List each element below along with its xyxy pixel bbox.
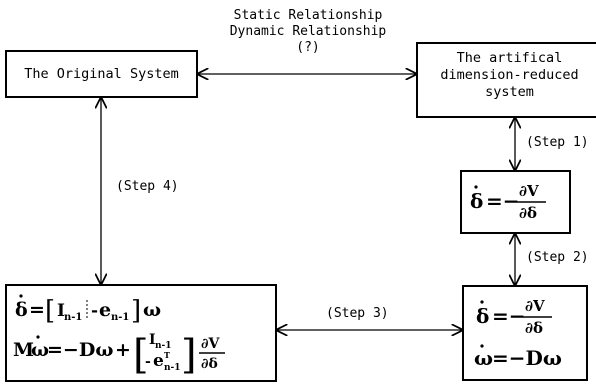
svg-text:I: I — [57, 301, 65, 321]
svg-text:∂δ: ∂δ — [201, 356, 218, 372]
svg-text:[: [ — [45, 296, 55, 326]
relationship-label: Static Relationship Dynamic Relationship… — [200, 8, 416, 56]
reduced-line-2: dimension-reduced — [440, 67, 579, 83]
step2-equation: δ =− ∂V ∂δ ω =−Dω — [474, 297, 562, 370]
svg-text:n-1: n-1 — [64, 312, 82, 323]
step-1-label: (Step 1) — [526, 135, 589, 150]
svg-text:n-1: n-1 — [155, 341, 172, 351]
svg-text:=−: =− — [492, 304, 526, 328]
svg-text:δ: δ — [470, 189, 483, 213]
svg-text:-: - — [145, 354, 151, 370]
svg-text:n-1: n-1 — [164, 363, 181, 373]
svg-text:=: = — [29, 299, 45, 321]
full-equation-box: δ = [ I n-1 - e n-1 ] ω M ω =−Dω + [ I n… — [5, 284, 277, 382]
svg-text:∂V: ∂V — [201, 336, 220, 352]
reduced-system-box — [416, 42, 596, 118]
svg-text:I: I — [149, 332, 156, 348]
svg-text:∂V: ∂V — [525, 297, 545, 315]
step-4-label: (Step 4) — [116, 179, 179, 194]
svg-text:+: + — [115, 339, 131, 361]
svg-text:ω: ω — [474, 346, 493, 370]
svg-text:]: ] — [131, 296, 141, 326]
svg-text:δ: δ — [15, 299, 28, 321]
reduced-line-3: system — [485, 84, 534, 100]
svg-text:-: - — [91, 301, 98, 321]
svg-text:e: e — [153, 351, 164, 371]
reduced-system-label: The artifical dimension-reduced system — [416, 50, 596, 101]
relationship-line-dynamic: Dynamic Relationship — [229, 24, 387, 39]
original-system-box — [5, 50, 198, 98]
svg-text:=−Dω: =−Dω — [492, 346, 562, 370]
reduced-line-1: The artifical — [456, 50, 563, 66]
svg-text:n-1: n-1 — [111, 312, 129, 323]
svg-text:T: T — [164, 350, 170, 360]
step1-equation-box: δ =− ∂V ∂δ — [460, 170, 571, 234]
relationship-line-question: (?) — [296, 40, 320, 55]
svg-text:=−: =− — [486, 189, 520, 213]
step-3-label: (Step 3) — [326, 306, 389, 321]
svg-text:ω: ω — [143, 299, 161, 321]
step-2-label: (Step 2) — [526, 250, 589, 265]
svg-text:=−Dω: =−Dω — [47, 339, 113, 361]
svg-text:δ: δ — [476, 304, 489, 328]
svg-text:e: e — [99, 299, 111, 321]
svg-text:∂V: ∂V — [519, 182, 539, 200]
original-system-label: The Original System — [24, 66, 179, 82]
svg-text:M: M — [13, 339, 34, 361]
svg-text:ω: ω — [31, 339, 49, 361]
step2-equation-box: δ =− ∂V ∂δ ω =−Dω — [462, 285, 588, 381]
svg-text:∂δ: ∂δ — [525, 319, 543, 337]
relationship-line-static: Static Relationship — [233, 8, 383, 23]
svg-text:]: ] — [181, 332, 197, 378]
svg-text:∂δ: ∂δ — [519, 204, 537, 222]
svg-text:[: [ — [133, 332, 149, 378]
full-equation: δ = [ I n-1 - e n-1 ] ω M ω =−Dω + [ I n… — [13, 294, 225, 378]
step1-equation: δ =− ∂V ∂δ — [470, 182, 546, 222]
